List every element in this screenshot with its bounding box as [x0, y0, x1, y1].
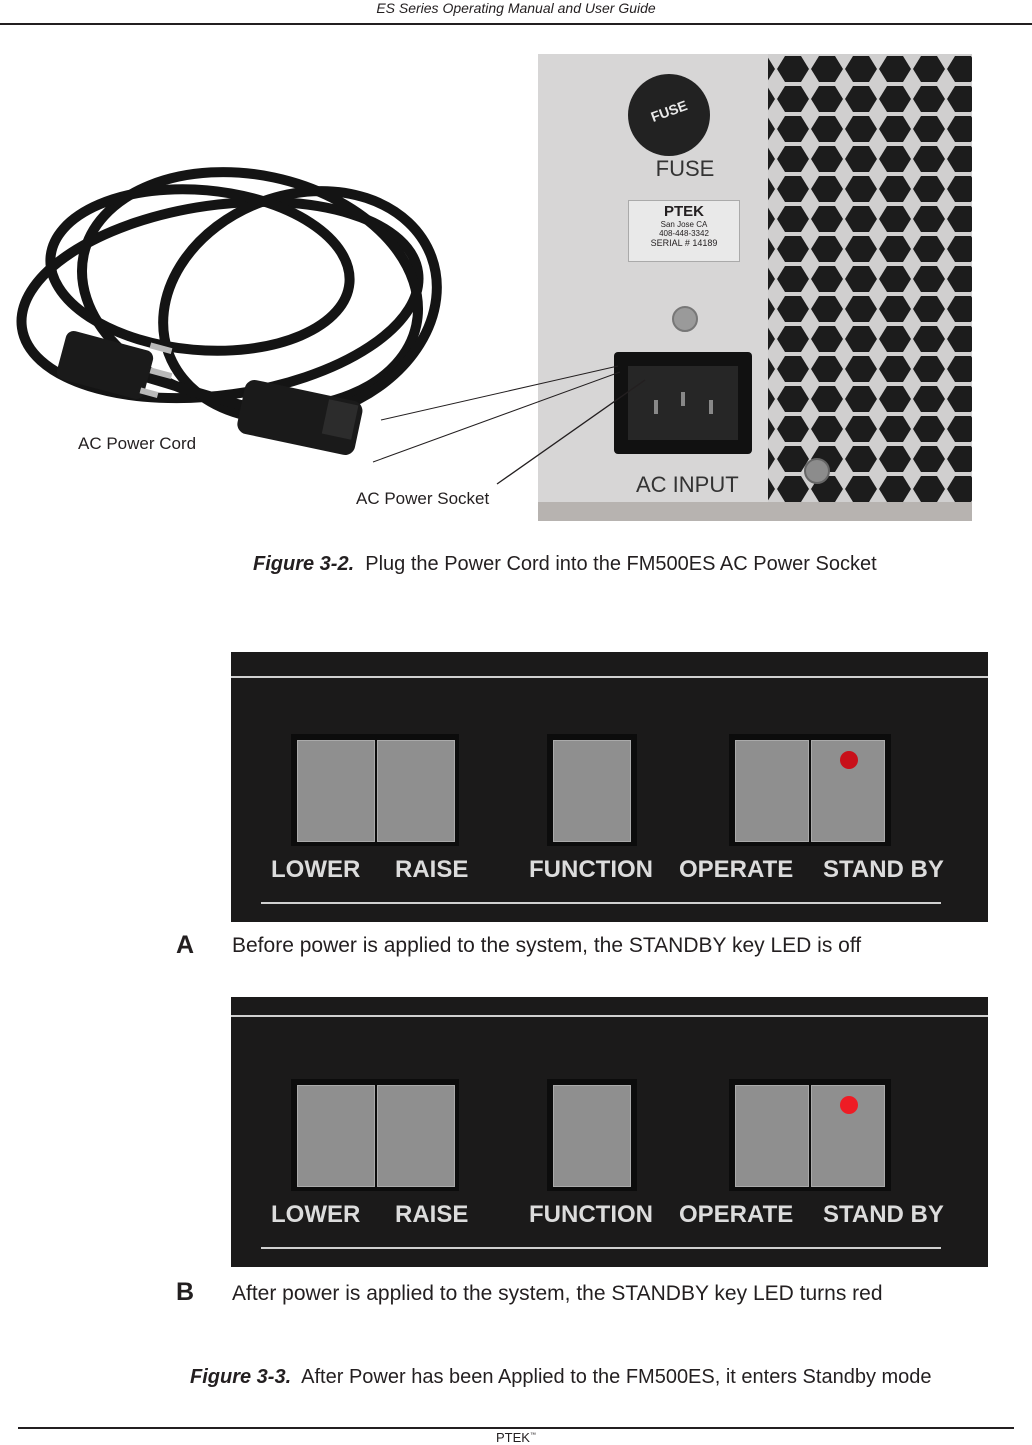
brand-label: PTEK — [663, 203, 704, 220]
socket-callout-label: AC Power Socket — [356, 489, 490, 508]
screw-icon — [672, 306, 698, 332]
caption-text: After Power has been Applied to the FM50… — [301, 1366, 932, 1388]
caption-text: Plug the Power Cord into the FM500ES AC … — [365, 553, 877, 575]
panel-b-description: After power is applied to the system, th… — [232, 1282, 883, 1305]
phone-label: 408-448-3342 — [659, 229, 709, 238]
location-label: San Jose CA — [660, 220, 708, 229]
cord-callout-label: AC Power Cord — [78, 434, 197, 453]
key-label-standby: STAND BY — [823, 1201, 944, 1228]
panel-a-letter: A — [176, 931, 195, 959]
ac-socket — [614, 352, 752, 454]
raise-key — [377, 1085, 455, 1187]
control-panel-photo-a: LOWER RAISE FUNCTION OPERATE STAND BY — [231, 652, 988, 922]
operate-key — [735, 1085, 809, 1187]
standby-key — [811, 1085, 885, 1187]
connector-icon — [237, 379, 363, 456]
function-key — [553, 1085, 631, 1187]
panel-a-description: Before power is applied to the system, t… — [232, 934, 862, 957]
key-label-raise: RAISE — [395, 1201, 469, 1228]
serial-sticker: PTEK San Jose CA 408-448-3342 SERIAL # 1… — [628, 200, 740, 262]
header-title: ES Series Operating Manual and User Guid… — [376, 0, 656, 16]
standby-led-icon — [840, 751, 858, 769]
operate-key — [735, 740, 809, 842]
footer-brand: PTEK — [496, 1430, 530, 1445]
key-label-standby: STAND BY — [823, 856, 944, 883]
standby-led-icon — [840, 1096, 858, 1114]
plug-icon — [56, 331, 173, 399]
figure-3-3-caption: Figure 3-3. After Power has been Applied… — [190, 1366, 932, 1389]
header-rule — [0, 23, 1032, 25]
panel-b-letter: B — [176, 1278, 195, 1306]
raise-key — [377, 740, 455, 842]
callout-lines — [372, 365, 646, 485]
key-label-operate: OPERATE — [679, 856, 794, 883]
screw-icon — [804, 458, 830, 484]
caption-label: Figure 3-3. — [190, 1366, 292, 1388]
fuse-label: FUSE — [655, 156, 715, 181]
power-cord-image — [16, 167, 442, 456]
control-panel-photo-b: LOWER RAISE FUNCTION OPERATE STAND BY — [231, 997, 988, 1267]
caption-label: Figure 3-2. — [253, 553, 355, 575]
ac-input-photo: FUSE FUSE PTEK San Jose CA 408-448-3342 … — [538, 54, 972, 521]
key-label-function: FUNCTION — [529, 1201, 653, 1228]
key-label-operate: OPERATE — [679, 1201, 794, 1228]
key-label-lower: LOWER — [271, 1201, 361, 1228]
ac-input-label: AC INPUT — [636, 472, 739, 497]
key-label-raise: RAISE — [395, 856, 469, 883]
function-key — [553, 740, 631, 842]
lower-key — [297, 740, 375, 842]
footer: PTEK™ — [0, 1430, 1032, 1445]
trademark-mark: ™ — [529, 1432, 536, 1439]
fuse-holder-icon: FUSE — [628, 74, 710, 156]
serial-label: SERIAL # 14189 — [650, 238, 718, 248]
footer-rule — [18, 1427, 1014, 1429]
key-label-function: FUNCTION — [529, 856, 653, 883]
lower-key — [297, 1085, 375, 1187]
standby-key — [811, 740, 885, 842]
figure-3-2-caption: Figure 3-2. Plug the Power Cord into the… — [253, 553, 877, 576]
key-label-lower: LOWER — [271, 856, 361, 883]
